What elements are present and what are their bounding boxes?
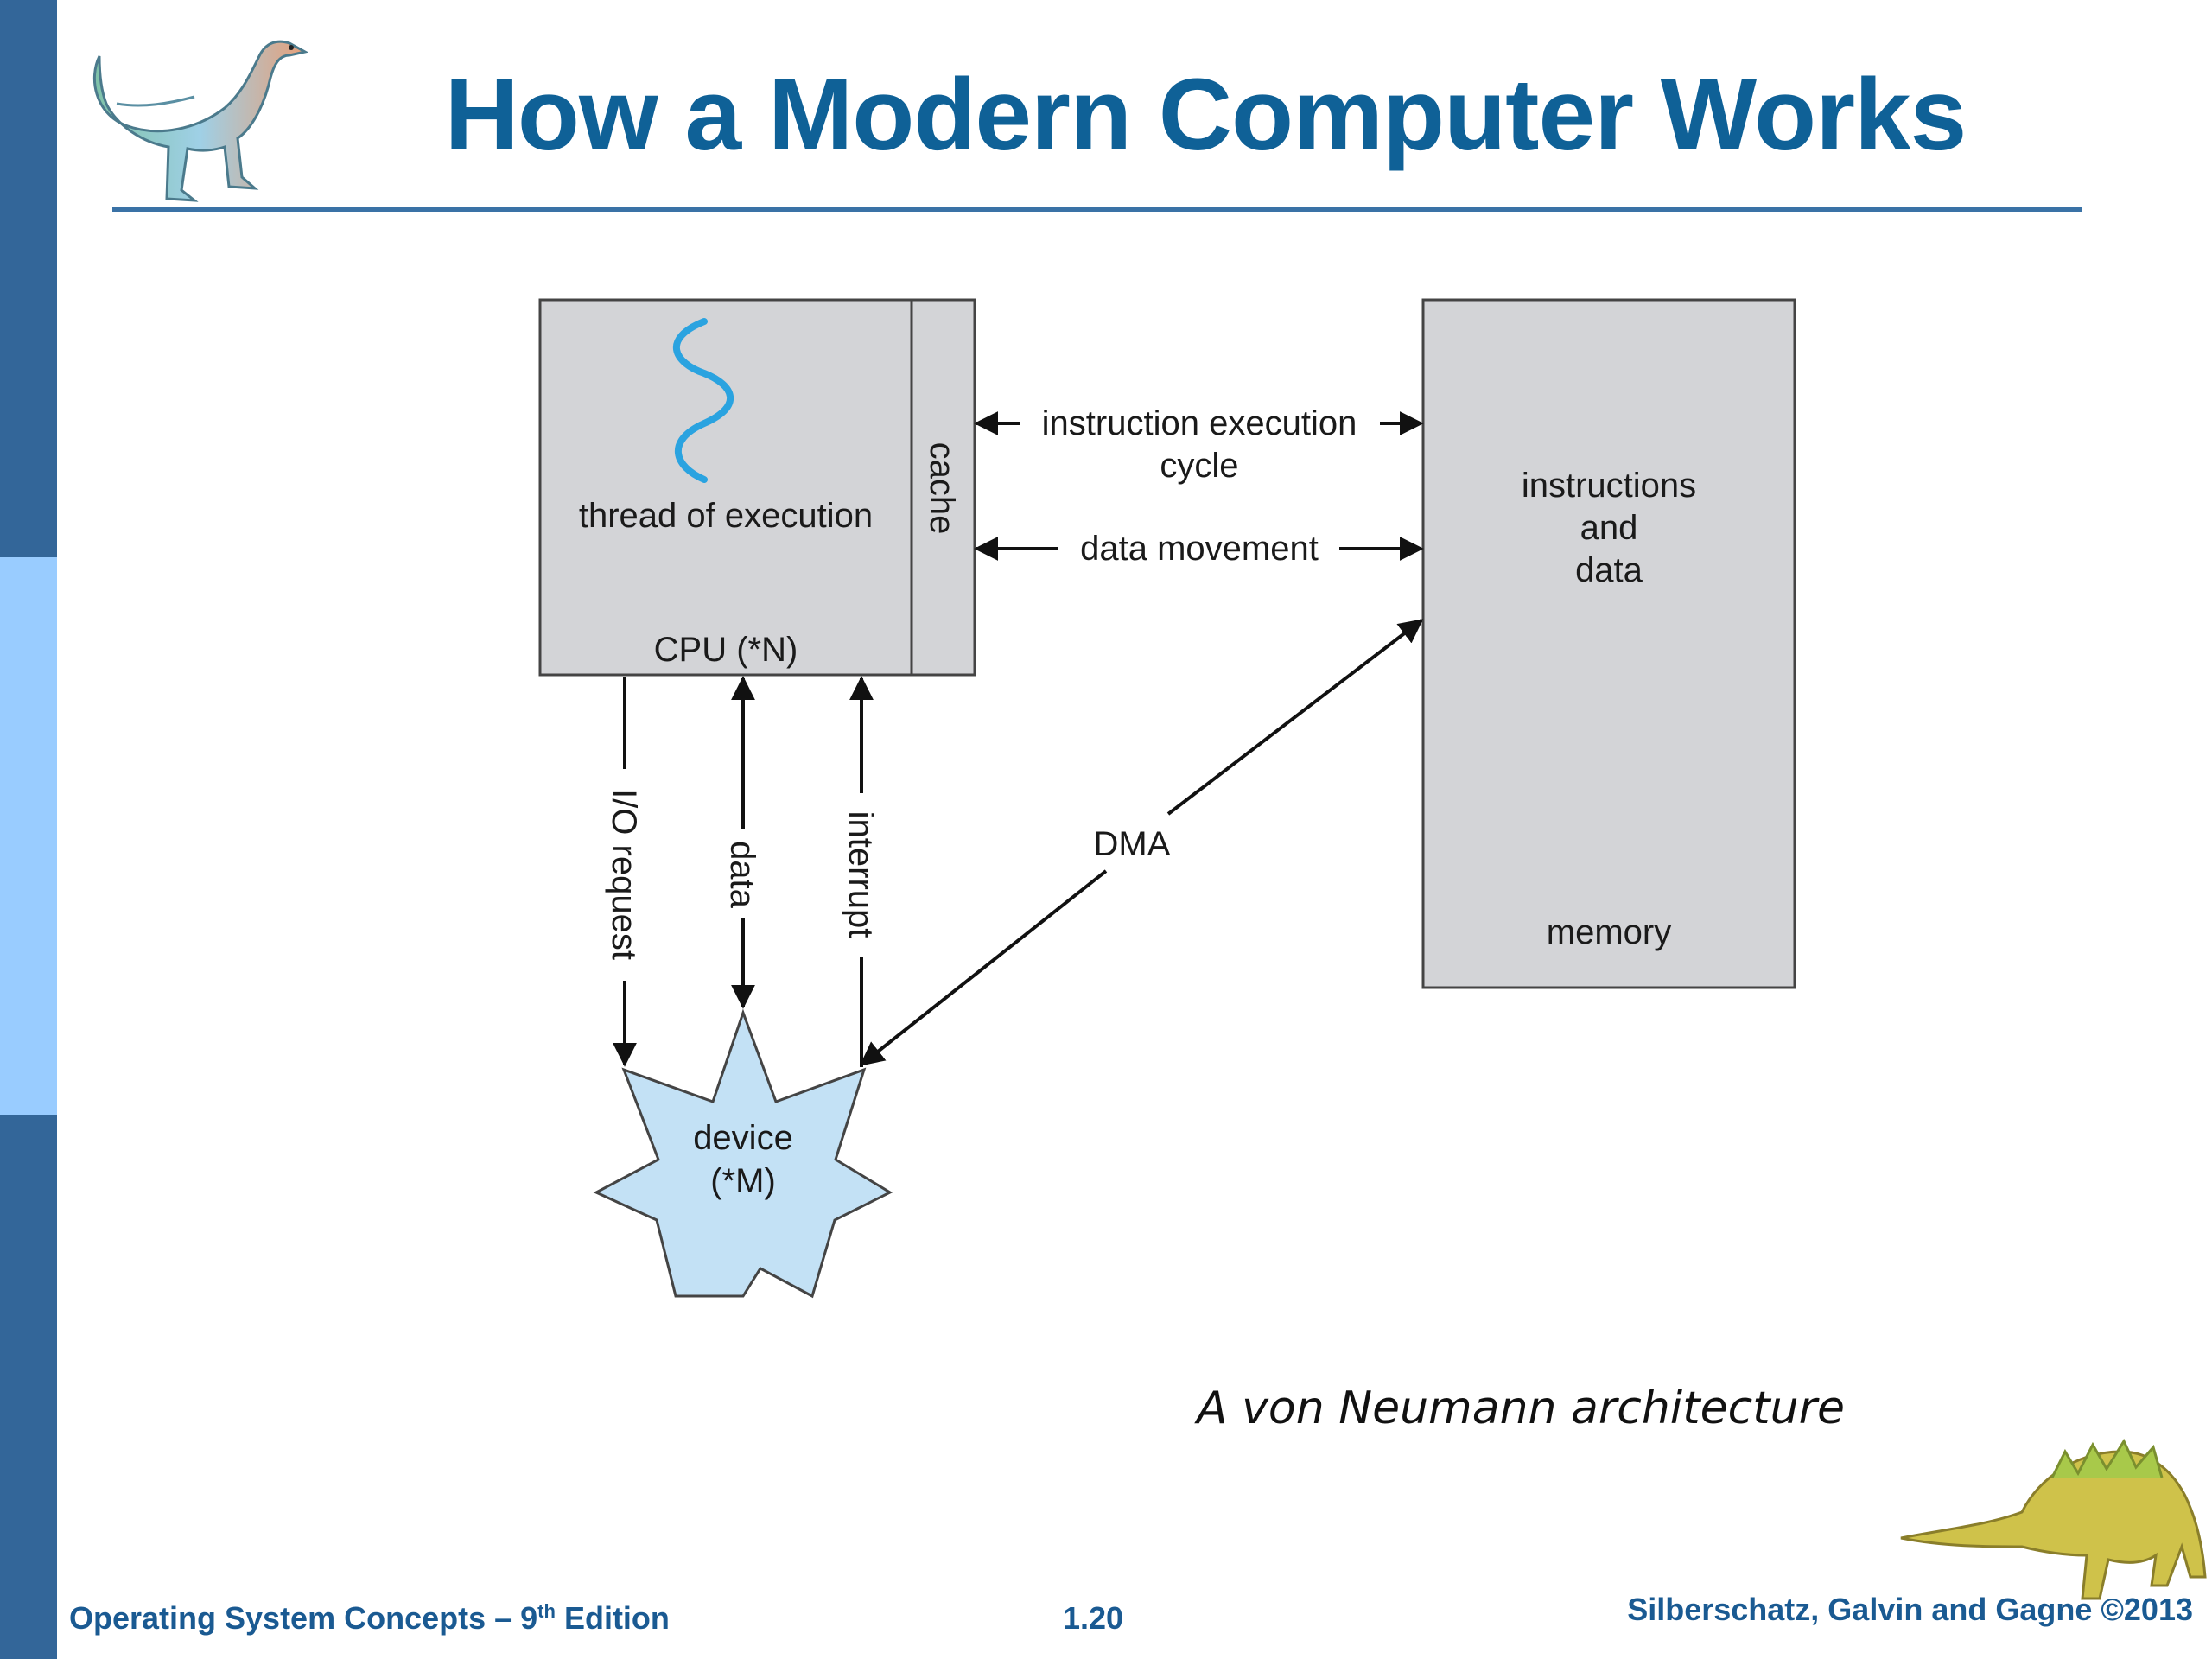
thread-of-execution-label: thread of execution <box>579 497 873 535</box>
diagram-caption: A von Neumann architecture <box>1197 1382 1845 1434</box>
cpu-label: CPU (*N) <box>654 631 798 669</box>
device-label-line1: device <box>693 1119 793 1157</box>
data-label: data <box>723 841 761 909</box>
memory-box <box>1421 298 1796 989</box>
device-label-line2: (*M) <box>710 1162 776 1200</box>
data-movement-label: data movement <box>1080 530 1319 568</box>
slide-title: How a Modern Computer Works <box>444 58 1967 172</box>
title-divider <box>112 207 2082 212</box>
instruction-cycle-label-line1: instruction execution <box>1042 404 1357 442</box>
io-request-label: I/O request <box>605 789 643 960</box>
cache-label: cache <box>923 442 961 535</box>
memory-contents-line1: instructions <box>1522 467 1696 505</box>
interrupt-label: interrupt <box>842 811 880 938</box>
footer-copyright: Silberschatz, Galvin and Gagne ©2013 <box>1627 1592 2193 1627</box>
thread-wave-icon <box>673 318 734 483</box>
page-number: 1.20 <box>1063 1600 1124 1636</box>
dma-label: DMA <box>1094 825 1171 863</box>
dma-arrow-lower <box>859 869 1108 1066</box>
cpu-box <box>538 298 913 677</box>
instruction-cycle-label-line2: cycle <box>1160 447 1238 485</box>
sidebar-stripe-bottom <box>0 1115 57 1659</box>
memory-label: memory <box>1547 913 1671 951</box>
dma-arrow-upper <box>1166 619 1424 816</box>
stegosaurus-logo-icon <box>1900 1438 2207 1600</box>
cache-box <box>910 298 976 677</box>
dinosaur-logo-icon <box>92 40 309 202</box>
memory-contents-line2: and <box>1580 509 1638 547</box>
device-star <box>593 1008 893 1299</box>
footer-book-title: Operating System Concepts – 9th Edition <box>69 1600 670 1636</box>
sidebar-stripe-top <box>0 0 57 557</box>
sidebar-stripe-middle <box>0 557 57 1115</box>
memory-contents-line3: data <box>1575 551 1643 589</box>
